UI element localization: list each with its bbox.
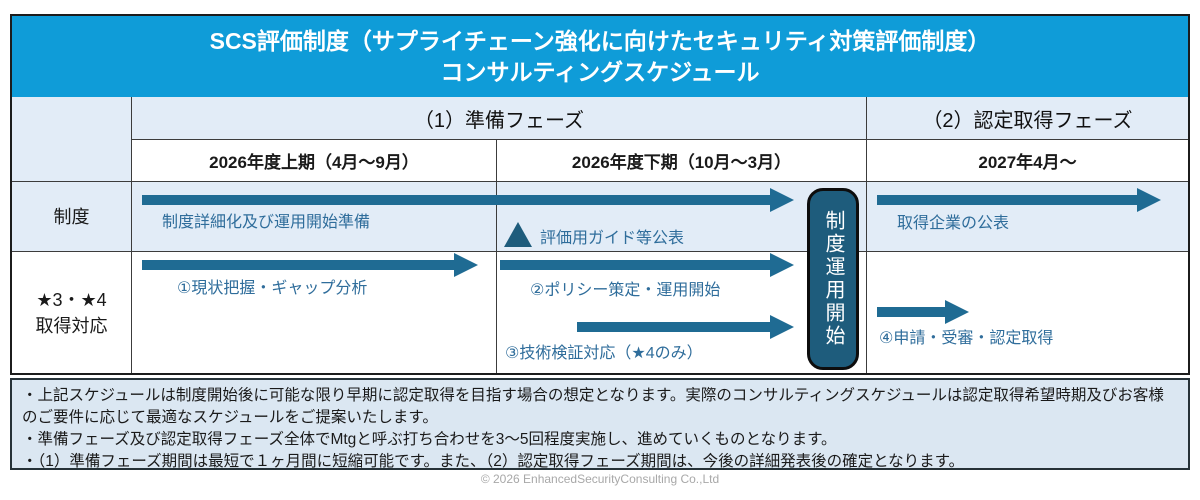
- star-row-label-line1: ★3・★4: [36, 289, 107, 310]
- task4-label: ④申請・受審・認定取得: [879, 330, 1054, 347]
- system-row-cell-cert: [867, 182, 1188, 252]
- system-row-cell-h2: [497, 182, 867, 252]
- star-row-cell-h1: [132, 252, 497, 373]
- period-header-2027apr: 2027年4月～: [867, 140, 1188, 182]
- arrow-task2: [500, 260, 770, 270]
- row-label-star: ★3・★4 取得対応: [12, 252, 132, 373]
- milestone-label: 評価用ガイド等公表: [540, 230, 685, 247]
- task2-label: ②ポリシー策定・運用開始: [530, 282, 721, 299]
- arrow-task3: [577, 322, 770, 332]
- period-header-fy2026-h2: 2026年度下期（10月～3月）: [497, 140, 867, 182]
- task3-label: ③技術検証対応（★4のみ）: [505, 345, 703, 362]
- copyright-text: © 2026 EnhancedSecurityConsulting Co.,Lt…: [480, 472, 720, 486]
- arrow-task1: [142, 260, 454, 270]
- notes-box: ・上記スケジュールは制度開始後に可能な限り早期に認定取得を目指す場合の想定となり…: [10, 378, 1190, 470]
- note-line-2: ・準備フェーズ及び認定取得フェーズ全体でMtgと呼ぶ打ち合わせを3～5回程度実施…: [22, 431, 837, 448]
- milestone-triangle-icon: [504, 222, 532, 247]
- arrow-task4: [877, 307, 945, 317]
- period-header-fy2026-h1: 2026年度上期（4月～9月）: [132, 140, 497, 182]
- arrow-system-preparation: [142, 195, 770, 205]
- row-label-system: 制度: [12, 182, 132, 252]
- period2-label: 2026年度下期（10月～3月）: [571, 153, 792, 172]
- system-row-label: 制度: [53, 206, 90, 227]
- period3-label: 2027年4月～: [978, 153, 1077, 172]
- schedule-table: SCS評価制度（サプライチェーン強化に向けたセキュリティ対策評価制度） コンサル…: [10, 14, 1190, 375]
- note-line-3: ・（1）準備フェーズ期間は最短で１ヶ月間に短縮可能です。また、（2）認定取得フェ…: [22, 453, 965, 470]
- phase2-label: （2）認定取得フェーズ: [922, 109, 1133, 132]
- task1-label: ①現状把握・ギャップ分析: [177, 280, 368, 297]
- phase-header-certification: （2）認定取得フェーズ: [867, 97, 1188, 140]
- corner-cell: [12, 97, 132, 182]
- title-line-2: コンサルティングスケジュール: [440, 58, 760, 85]
- arrow-system-preparation-label: 制度詳細化及び運用開始準備: [162, 214, 371, 231]
- system-launch-box-label: 制度運用開始: [822, 210, 844, 348]
- phase1-label: （1）準備フェーズ: [413, 109, 585, 132]
- star-row-cell-h2: [497, 252, 867, 373]
- star-row-label-line2: 取得対応: [35, 315, 108, 336]
- note-line-1: ・上記スケジュールは制度開始後に可能な限り早期に認定取得を目指す場合の想定となり…: [22, 387, 1164, 426]
- system-launch-box: 制度運用開始: [807, 188, 859, 370]
- title-line-1: SCS評価制度（サプライチェーン強化に向けたセキュリティ対策評価制度）: [209, 27, 991, 54]
- arrow-system-publication-label: 取得企業の公表: [897, 215, 1010, 232]
- system-row-cell-h1: [132, 182, 497, 252]
- period1-label: 2026年度上期（4月～9月）: [209, 153, 419, 172]
- phase-header-preparation: （1）準備フェーズ: [132, 97, 867, 140]
- title-banner: SCS評価制度（サプライチェーン強化に向けたセキュリティ対策評価制度） コンサル…: [12, 16, 1188, 97]
- arrow-system-publication: [877, 195, 1137, 205]
